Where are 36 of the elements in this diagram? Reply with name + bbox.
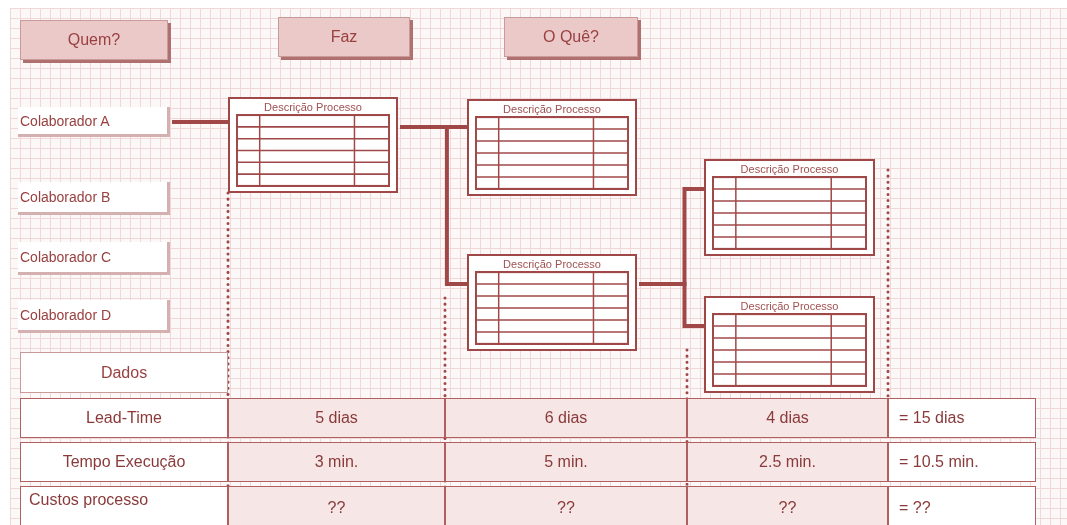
process-title: Descrição Processo — [264, 101, 362, 114]
table-cell: = ?? — [888, 486, 1036, 525]
process-box — [228, 97, 398, 193]
header-box: O Quê? — [504, 17, 638, 57]
lane-label: Colaborador B — [18, 182, 170, 215]
table-cell: = 15 dias — [888, 398, 1036, 438]
connector-line — [172, 120, 228, 124]
connector-line — [400, 125, 467, 286]
table-cell: 6 dias — [445, 398, 687, 438]
table-cell: 4 dias — [687, 398, 888, 438]
process-box — [704, 296, 875, 393]
table-cell: 5 min. — [445, 442, 687, 482]
data-header-box: Dados — [20, 352, 228, 393]
process-box — [467, 254, 637, 351]
process-title: Descrição Processo — [503, 103, 601, 116]
connector-line — [639, 282, 704, 328]
header-box: Quem? — [20, 20, 168, 60]
process-box — [704, 159, 875, 256]
lane-label: Colaborador D — [18, 300, 170, 333]
table-cell: ?? — [445, 486, 687, 525]
table-cell: 3 min. — [228, 442, 445, 482]
process-title: Descrição Processo — [503, 258, 601, 271]
table-cell: 5 dias — [228, 398, 445, 438]
header-box: Faz — [278, 17, 410, 57]
process-box — [467, 99, 637, 196]
table-cell: ?? — [228, 486, 445, 525]
row-header-cell: Custos processo — [20, 486, 228, 525]
row-header-cell: Tempo Execução — [20, 442, 228, 482]
lane-label: Colaborador C — [18, 242, 170, 275]
table-cell: ?? — [687, 486, 888, 525]
table-cell: = 10.5 min. — [888, 442, 1036, 482]
table-cell: 2.5 min. — [687, 442, 888, 482]
lane-label: Colaborador A — [18, 107, 170, 137]
row-header-cell: Lead-Time — [20, 398, 228, 438]
process-title: Descrição Processo — [740, 300, 839, 313]
process-title: Descrição Processo — [740, 163, 839, 176]
